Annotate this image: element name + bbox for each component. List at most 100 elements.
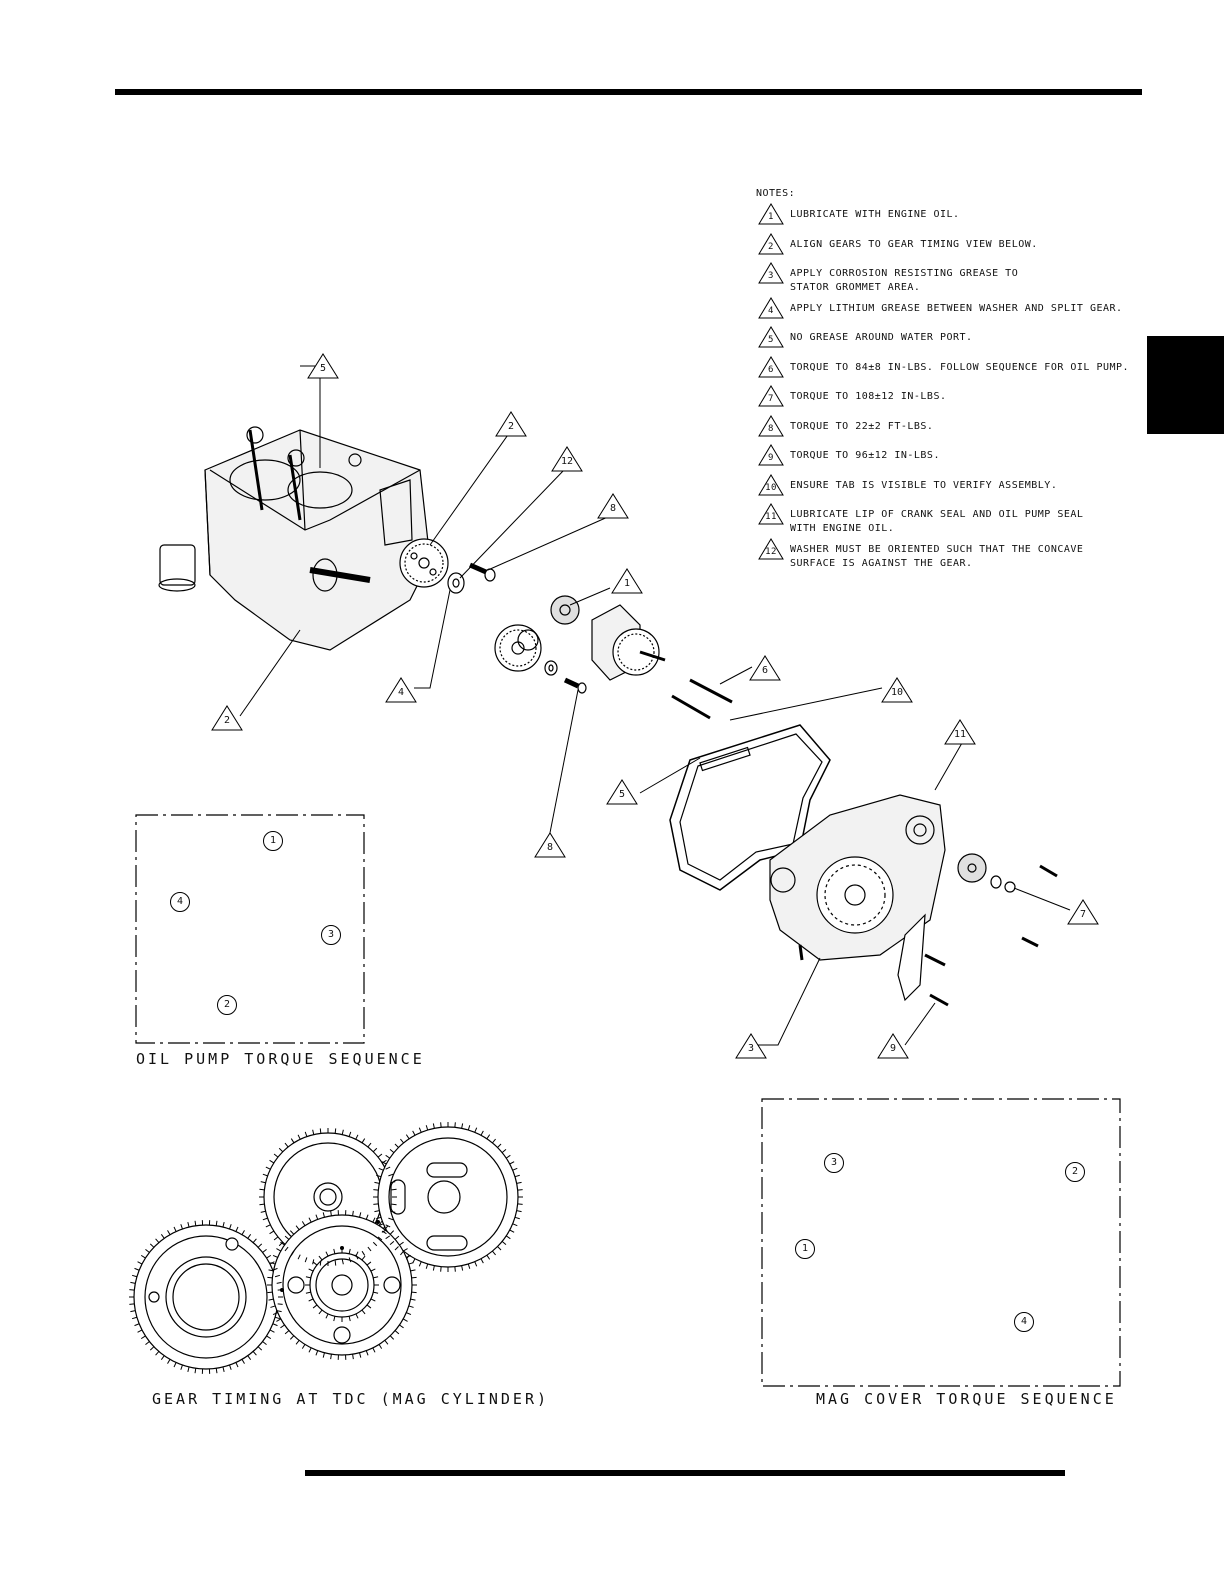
note-number: 10 — [765, 482, 777, 493]
gear-tooth — [273, 1153, 279, 1158]
gear-tooth — [257, 1346, 263, 1351]
callout-8-top: 8 — [596, 492, 630, 520]
note-number: 12 — [765, 546, 777, 557]
gear-tooth — [295, 1225, 300, 1230]
gear-tooth — [167, 1359, 171, 1364]
timing-gear-left — [133, 1224, 279, 1370]
notes-title: NOTES: — [756, 188, 796, 199]
washer-part — [447, 572, 465, 594]
note-text: ENSURE TAB IS VISIBLE TO VERIFY ASSEMBLY… — [790, 479, 1058, 491]
footer-rule — [305, 1470, 1065, 1476]
gear-tooth — [330, 1210, 332, 1216]
gear-tooth — [501, 1149, 507, 1153]
gear-tooth — [180, 1224, 183, 1230]
gear-tooth — [241, 1359, 245, 1364]
oil-pump-seq-1: 1 — [263, 831, 283, 851]
gear-tooth — [229, 1364, 232, 1370]
gear-tooth — [381, 1229, 387, 1233]
gear-tooth — [497, 1246, 502, 1251]
gear-tooth — [272, 1323, 278, 1327]
gear-tooth — [308, 1298, 314, 1302]
gear-tooth — [257, 1243, 263, 1248]
gear-tooth — [361, 1250, 366, 1256]
note-item: 10 ENSURE TAB IS VISIBLE TO VERIFY ASSEMB… — [756, 473, 1136, 502]
pump-rotor — [550, 595, 580, 625]
note-number: 11 — [765, 512, 777, 522]
gear-tooth — [222, 1366, 225, 1372]
callout-5-gasket: 5 — [605, 778, 639, 806]
note-text: ALIGN GEARS TO GEAR TIMING VIEW BELOW. — [790, 238, 1038, 250]
gear-tooth — [378, 1167, 384, 1171]
gear-tooth — [373, 1291, 379, 1294]
gear-tooth — [155, 1238, 160, 1243]
callout-8-bottom: 8 — [533, 831, 567, 859]
gear-tooth — [385, 1235, 391, 1240]
note-number: 9 — [768, 453, 774, 463]
gear-tooth — [366, 1261, 372, 1266]
note-text: APPLY CORROSION RESISTING GREASE TO STAT… — [790, 268, 1019, 293]
gear-tooth — [365, 1214, 369, 1220]
gear-tooth — [412, 1130, 416, 1136]
gear-tooth — [400, 1138, 404, 1144]
gear-tooth — [290, 1250, 295, 1256]
gear-tooth — [312, 1129, 315, 1135]
gear-tooth — [322, 1352, 325, 1358]
gear-tooth — [355, 1251, 359, 1257]
gear-tooth — [408, 1305, 414, 1308]
gear-tooth — [267, 1276, 273, 1279]
gear-tooth — [289, 1335, 295, 1340]
gear-tooth — [308, 1217, 312, 1223]
gear-tooth — [301, 1344, 306, 1349]
gear-tooth — [376, 1216, 382, 1220]
gear-tooth — [149, 1346, 155, 1351]
note-triangle-icon: 5 — [758, 326, 784, 348]
gear-tooth — [268, 1269, 274, 1272]
gear-tooth — [361, 1309, 366, 1315]
gear-tooth — [509, 1229, 515, 1233]
gear-tooth — [492, 1250, 496, 1256]
gear-tooth — [467, 1125, 471, 1131]
gear-tooth — [280, 1324, 285, 1329]
gear-tooth — [267, 1291, 273, 1294]
gear-tooth — [131, 1274, 138, 1278]
note-triangle-icon: 12 — [758, 537, 784, 560]
gear-tooth — [425, 1125, 429, 1131]
gear-tooth — [194, 1368, 197, 1374]
gear-tooth — [389, 1230, 395, 1235]
gear-tooth — [194, 1220, 197, 1226]
gear-tooth — [247, 1233, 252, 1239]
gear-tooth — [262, 1341, 267, 1345]
gear-tooth — [376, 1174, 382, 1178]
gear-tooth — [341, 1259, 344, 1265]
note-number: 8 — [768, 423, 774, 434]
note-item: 2 ALIGN GEARS TO GEAR TIMING VIEW BELOW. — [756, 232, 1136, 261]
note-number: 2 — [768, 241, 774, 252]
gear-tooth — [352, 1210, 354, 1216]
gear-tooth — [405, 1134, 410, 1140]
callout-11: 11 — [943, 718, 977, 746]
gear-tooth — [406, 1312, 412, 1316]
gear-tooth — [509, 1161, 515, 1165]
chapter-tab — [1147, 336, 1224, 434]
gear-tooth — [173, 1362, 177, 1368]
note-text: TORQUE TO 84±8 IN-LBS. FOLLOW SEQUENCE F… — [790, 361, 1130, 373]
gear-tooth — [512, 1167, 518, 1171]
gear-tooth — [361, 1255, 366, 1261]
gear-tooth — [461, 1123, 464, 1129]
gear-tooth — [269, 1329, 275, 1333]
gear-tooth — [418, 1261, 422, 1267]
gear-tooth — [134, 1267, 140, 1271]
gear-tooth — [385, 1166, 391, 1170]
note-triangle-icon: 10 — [758, 473, 784, 496]
gear-tooth — [180, 1364, 183, 1370]
crankcase-illustration — [158, 426, 431, 651]
callout-1: 1 — [610, 567, 644, 595]
gear-tooth — [252, 1238, 257, 1243]
gear-tooth — [372, 1217, 376, 1223]
